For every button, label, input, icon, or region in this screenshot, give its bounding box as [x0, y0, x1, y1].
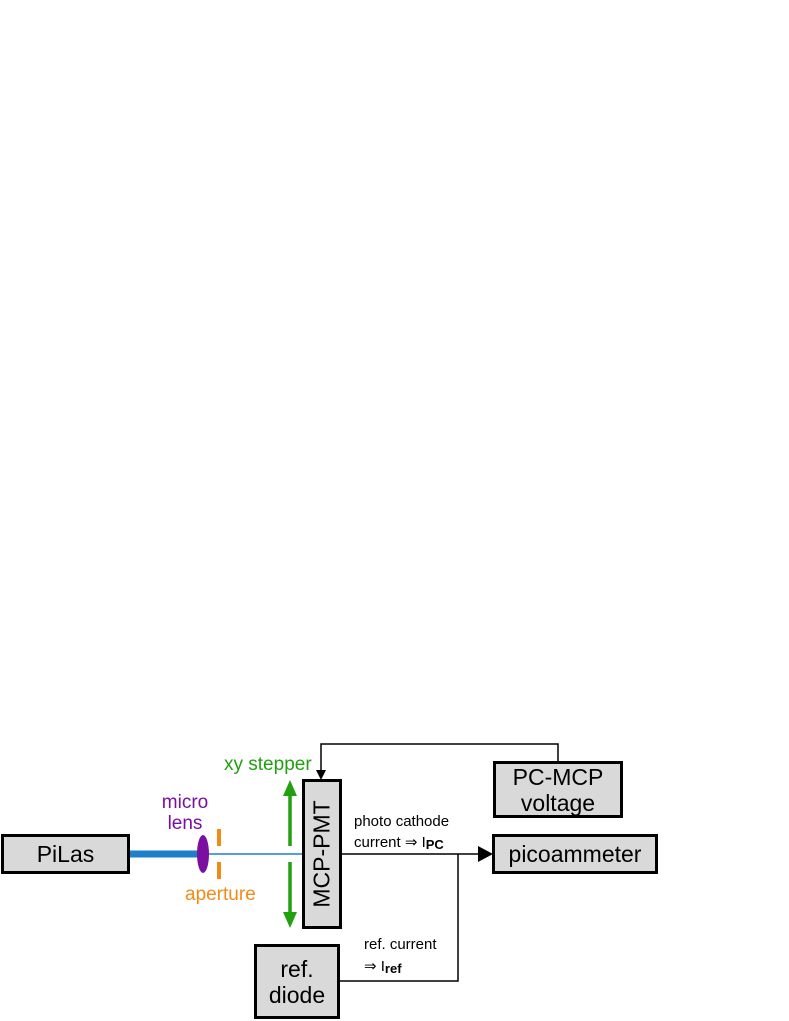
ref-diode-line2: diode [268, 981, 326, 1008]
ref-diode-line1: ref. [280, 955, 314, 982]
micro-lens-label: micro lens [158, 792, 212, 834]
aperture-label: aperture [185, 884, 256, 905]
picoammeter-arrowhead [478, 846, 493, 862]
mcp-pmt-label: MCP-PMT [309, 800, 336, 908]
xy-stepper-label: xy stepper [224, 754, 312, 775]
pc-mcp-voltage-box: PC-MCP voltage [493, 761, 623, 818]
pc-mcp-voltage-line2: voltage [520, 789, 596, 816]
ref-current-line2: ⇒ Iref [364, 956, 437, 980]
photo-cathode-line2-text: current ⇒ I [354, 834, 426, 851]
pilas-box: PiLas [1, 834, 130, 874]
ref-current-label: ref. current ⇒ Iref [364, 934, 437, 980]
micro-lens-line2: lens [167, 813, 203, 834]
ref-current-line1: ref. current [364, 936, 437, 953]
voltage-connector [316, 743, 559, 780]
micro-lens-shape [197, 835, 209, 873]
mcp-pmt-box: MCP-PMT [302, 779, 342, 929]
ref-current-connector [340, 854, 459, 982]
picoammeter-box: picoammeter [492, 834, 658, 874]
ref-diode-box: ref. diode [254, 944, 340, 1019]
xy-stepper-up-arrowhead [283, 780, 297, 796]
pc-mcp-voltage-line1: PC-MCP [512, 763, 604, 790]
photo-cathode-line2: current ⇒ IPC [354, 832, 449, 855]
picoammeter-label: picoammeter [508, 841, 642, 867]
ref-current-line2-text: ⇒ I [364, 958, 385, 975]
photo-cathode-label: photo cathode current ⇒ IPC [354, 811, 449, 855]
micro-lens-line1: micro [161, 792, 209, 813]
photo-cathode-subscript: PC [425, 837, 444, 852]
pilas-label: PiLas [36, 841, 95, 867]
photo-cathode-line1: photo cathode [354, 813, 450, 830]
xy-stepper-down-arrowhead [283, 912, 297, 928]
ref-current-subscript: ref [384, 961, 402, 976]
